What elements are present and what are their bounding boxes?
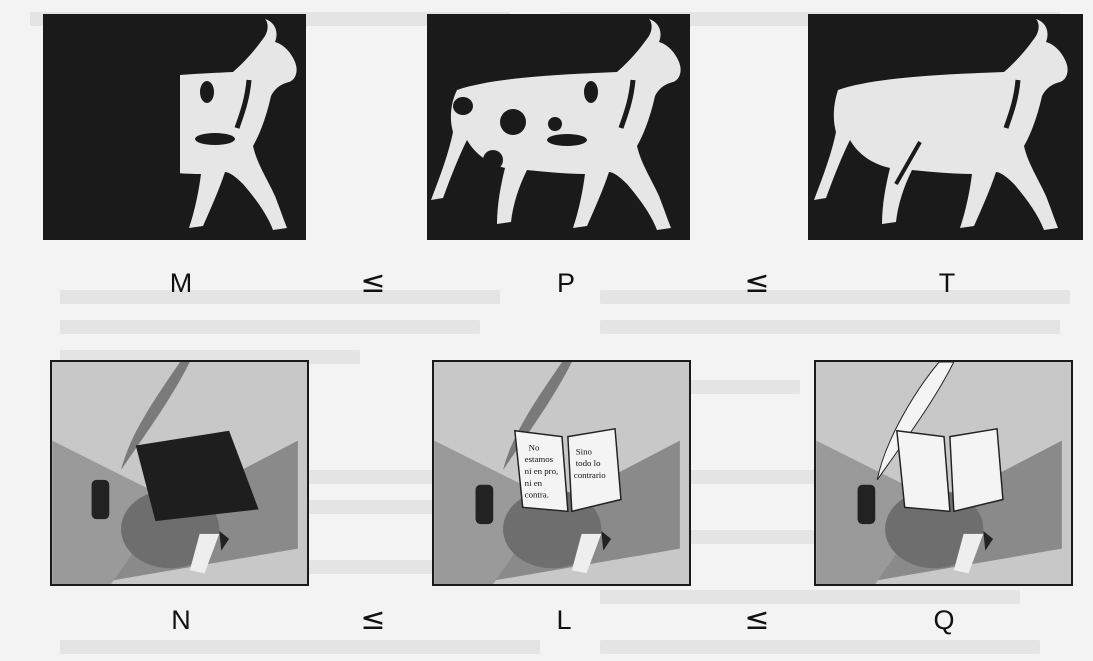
book-panel-blank: [814, 360, 1073, 586]
bull-panel-half: [43, 14, 306, 240]
book-dark-illustration: [52, 362, 307, 584]
panel-label-t: T: [917, 268, 977, 298]
panel-label-m: M: [151, 268, 211, 298]
relation-symbol: ≤: [737, 268, 777, 298]
panel-label-l: L: [534, 605, 594, 635]
relation-symbol: ≤: [353, 605, 393, 635]
panel-label-n: N: [151, 605, 211, 635]
bull-full-illustration: [808, 14, 1083, 240]
bull-half-illustration: [43, 14, 306, 240]
relation-symbol: ≤: [737, 605, 777, 635]
book-blank-illustration: [816, 362, 1071, 584]
panel-label-p: P: [536, 268, 596, 298]
panel-label-q: Q: [914, 605, 974, 635]
book-panel-text: No estamos ni en pro, ni en contra. Sino…: [432, 360, 691, 586]
book-text-illustration: No estamos ni en pro, ni en contra. Sino…: [434, 362, 689, 584]
bull-panel-full: [808, 14, 1083, 240]
book-panel-dark: [50, 360, 309, 586]
bull-spots-illustration: [427, 14, 690, 240]
bull-panel-spots: [427, 14, 690, 240]
relation-symbol: ≤: [353, 268, 393, 298]
